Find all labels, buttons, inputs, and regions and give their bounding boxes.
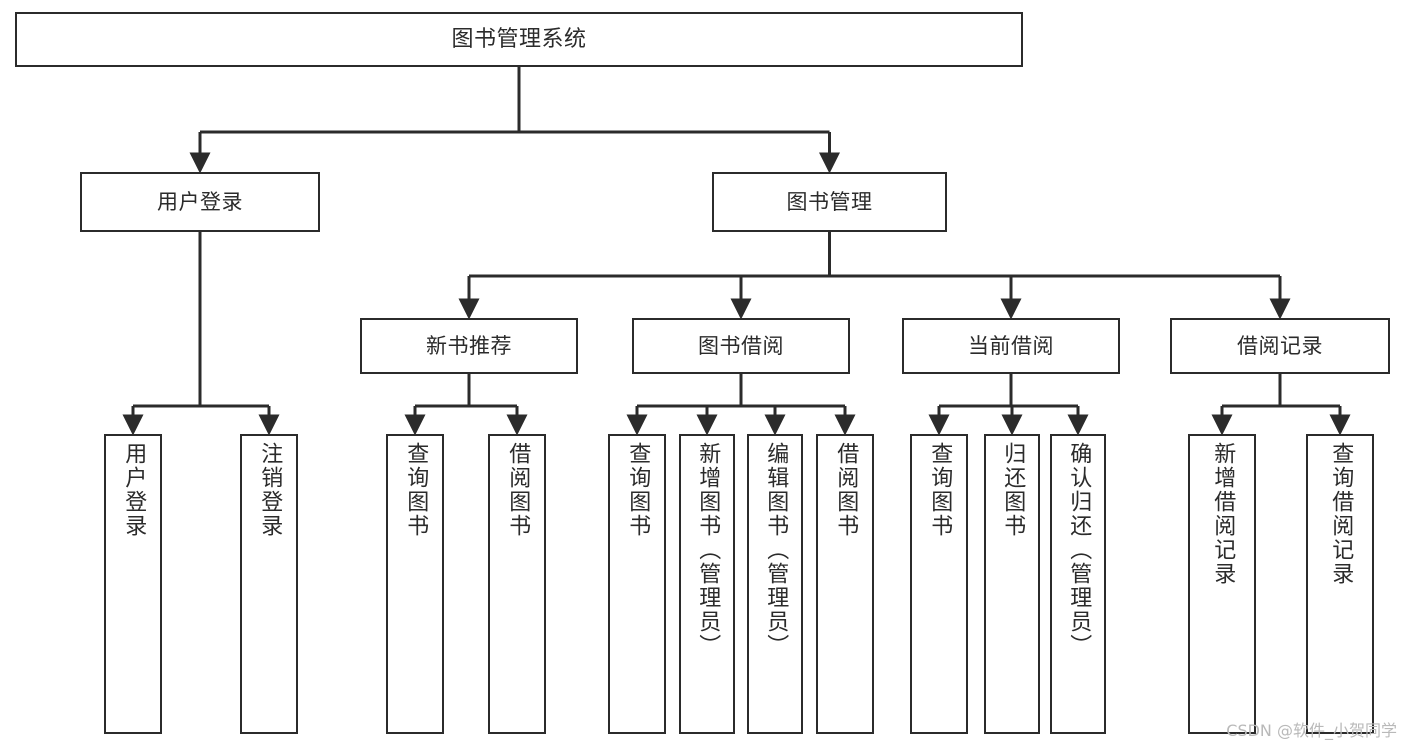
node-leaf-query-record[interactable]: 查询借阅记录 xyxy=(1306,434,1374,734)
node-borrow-record-label: 借阅记录 xyxy=(1237,333,1323,358)
node-leaf-user-login[interactable]: 用户登录 xyxy=(104,434,162,734)
node-leaf-query-book-3-label: 查询图书 xyxy=(927,442,953,538)
node-leaf-query-book-2-label: 查询图书 xyxy=(625,442,651,538)
node-leaf-user-login-label: 用户登录 xyxy=(121,442,147,538)
node-leaf-return-book-label: 归还图书 xyxy=(1000,442,1026,538)
node-root-label: 图书管理系统 xyxy=(451,26,587,52)
node-leaf-query-book-1[interactable]: 查询图书 xyxy=(386,434,444,734)
node-leaf-query-book-3[interactable]: 查询图书 xyxy=(910,434,968,734)
node-user-login[interactable]: 用户登录 xyxy=(80,172,320,232)
node-borrow-record[interactable]: 借阅记录 xyxy=(1170,318,1390,374)
node-leaf-query-book-2[interactable]: 查询图书 xyxy=(608,434,666,734)
node-leaf-user-logout[interactable]: 注销登录 xyxy=(240,434,298,734)
node-leaf-add-record-label: 新增借阅记录 xyxy=(1210,442,1236,586)
node-book-borrow-label: 图书借阅 xyxy=(698,333,784,358)
node-leaf-add-book[interactable]: 新增图书（管理员） xyxy=(679,434,735,734)
node-leaf-user-logout-label: 注销登录 xyxy=(257,442,283,538)
node-book-manage[interactable]: 图书管理 xyxy=(712,172,947,232)
csdn-watermark: CSDN @软件_小贺同学 xyxy=(1226,721,1397,740)
node-leaf-add-book-label: 新增图书（管理员） xyxy=(695,442,721,658)
node-leaf-confirm-return-label: 确认归还（管理员） xyxy=(1066,442,1092,658)
node-user-login-label: 用户登录 xyxy=(157,189,243,214)
node-current-borrow[interactable]: 当前借阅 xyxy=(902,318,1120,374)
node-book-manage-label: 图书管理 xyxy=(786,189,873,214)
node-leaf-return-book[interactable]: 归还图书 xyxy=(984,434,1040,734)
node-current-borrow-label: 当前借阅 xyxy=(968,333,1054,358)
node-leaf-borrow-book-1-label: 借阅图书 xyxy=(505,442,531,538)
node-leaf-borrow-book-1[interactable]: 借阅图书 xyxy=(488,434,546,734)
node-book-borrow[interactable]: 图书借阅 xyxy=(632,318,850,374)
node-new-book-rec[interactable]: 新书推荐 xyxy=(360,318,578,374)
node-leaf-confirm-return[interactable]: 确认归还（管理员） xyxy=(1050,434,1106,734)
node-leaf-query-book-1-label: 查询图书 xyxy=(403,442,429,538)
node-leaf-borrow-book-2-label: 借阅图书 xyxy=(833,442,859,538)
node-leaf-edit-book[interactable]: 编辑图书（管理员） xyxy=(747,434,803,734)
node-root[interactable]: 图书管理系统 xyxy=(15,12,1023,67)
node-new-book-rec-label: 新书推荐 xyxy=(426,333,512,358)
node-leaf-edit-book-label: 编辑图书（管理员） xyxy=(763,442,789,658)
node-leaf-borrow-book-2[interactable]: 借阅图书 xyxy=(816,434,874,734)
node-leaf-query-record-label: 查询借阅记录 xyxy=(1328,442,1354,586)
node-leaf-add-record[interactable]: 新增借阅记录 xyxy=(1188,434,1256,734)
